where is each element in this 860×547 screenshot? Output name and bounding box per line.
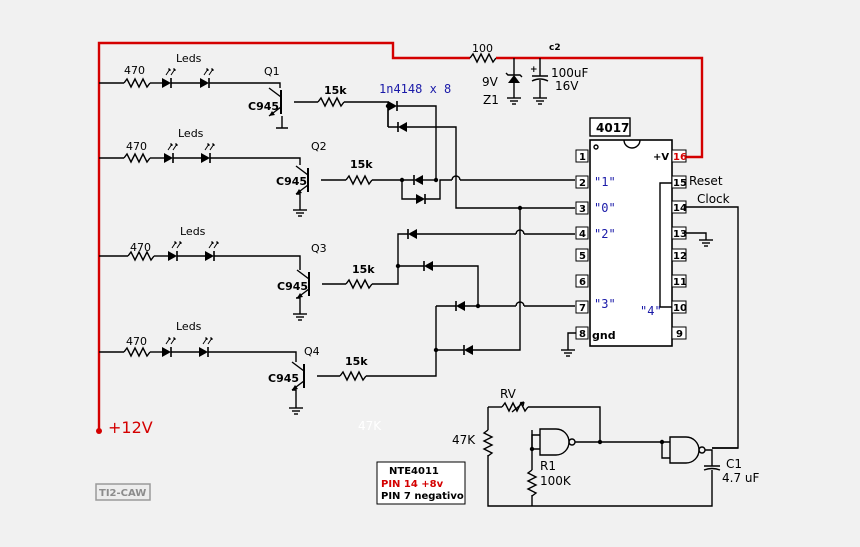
ic-name: 4017 (596, 121, 629, 135)
note-line-1: NTE4011 (389, 466, 439, 477)
label-q4: Q4 (304, 345, 320, 358)
output-label-2: "2" (594, 227, 616, 241)
supply-filter: + (469, 53, 549, 105)
label-c945-2: C945 (276, 175, 307, 188)
ic-4017 (560, 117, 739, 449)
led-row-3 (99, 241, 399, 321)
label-leds-1: Leds (176, 52, 202, 65)
ic-pin-8: 8 (579, 329, 586, 340)
output-label-1: "1" (594, 175, 616, 189)
label-q1: Q1 (264, 65, 280, 78)
oscillator (483, 401, 738, 507)
label-r15k-4: 15k (345, 355, 368, 368)
ic-gnd: gnd (592, 329, 616, 342)
ic-pin-1: 1 (579, 152, 586, 163)
label-r15k-2: 15k (350, 158, 373, 171)
ic-clock: Clock (697, 192, 730, 206)
note-line-2: PIN 14 +8v (381, 479, 444, 490)
label-c1: C1 (726, 457, 742, 471)
label-zener-v: 9V (482, 75, 499, 89)
label-c945-4: C945 (268, 372, 299, 385)
note-line-3: PIN 7 negativo (381, 491, 464, 502)
label-supply: +12V (108, 418, 153, 437)
tag-text: TI2-CAW (99, 488, 146, 499)
ic-pin-12: 12 (673, 251, 687, 262)
label-r47k-ghost: 47K (358, 419, 382, 433)
label-q2: Q2 (311, 140, 327, 153)
ic-pin-9: 9 (676, 329, 683, 340)
label-r47k: 47K (452, 433, 476, 447)
ic-pin-11: 11 (673, 277, 687, 288)
label-c945-1: C945 (248, 100, 279, 113)
watermark-tag: TI2-CAW (95, 483, 151, 501)
label-leds-3: Leds (180, 225, 206, 238)
supply-rail (96, 41, 704, 434)
label-rv: RV (500, 387, 517, 401)
label-diodes: 1n4148 x 8 (379, 82, 451, 96)
led-row-1 (99, 68, 389, 129)
label-r470-1: 470 (124, 64, 145, 77)
label-c1-value: 4.7 uF (722, 471, 760, 485)
label-q3: Q3 (311, 242, 327, 255)
note-box: NTE4011 PIN 14 +8v PIN 7 negativo (376, 461, 466, 505)
label-r100: 100 (472, 42, 493, 55)
ic-vplus: +V (653, 152, 669, 163)
ic-pin-6: 6 (579, 277, 586, 288)
ic-pin-14: 14 (673, 203, 687, 214)
ic-pin-7: 7 (579, 303, 586, 314)
ic-pin-4: 4 (579, 229, 586, 240)
label-r15k-3: 15k (352, 263, 375, 276)
label-c945-3: C945 (277, 280, 308, 293)
label-r15k-1: 15k (324, 84, 347, 97)
label-cap-value: 100uF (551, 66, 589, 80)
led-row-4 (99, 306, 437, 415)
label-c2: c2 (549, 43, 561, 53)
ic-pin-2: 2 (579, 178, 586, 189)
label-z1: Z1 (483, 93, 499, 107)
diode-matrix (385, 100, 575, 356)
ic-reset: Reset (689, 174, 723, 188)
output-label-0: "0" (594, 201, 616, 215)
output-label-4: "4" (640, 304, 662, 318)
label-r470-3: 470 (130, 241, 151, 254)
label-r100k: 100K (540, 474, 572, 488)
ic-pin-5: 5 (579, 251, 586, 262)
label-cap-voltage: 16V (555, 79, 579, 93)
ic-pin-13: 13 (673, 229, 687, 240)
label-r1: R1 (540, 459, 556, 473)
label-leds-4: Leds (176, 320, 202, 333)
ic-pin-15: 15 (673, 178, 687, 189)
svg-text:+: + (530, 65, 538, 75)
ic-pin-3: 3 (579, 204, 586, 215)
led-row-2 (99, 143, 414, 217)
label-leds-2: Leds (178, 127, 204, 140)
ic-pin-10: 10 (673, 303, 687, 314)
ic-pin-16: 16 (673, 152, 687, 163)
output-label-3: "3" (594, 297, 616, 311)
label-r470-4: 470 (126, 335, 147, 348)
label-r470-2: 470 (126, 140, 147, 153)
